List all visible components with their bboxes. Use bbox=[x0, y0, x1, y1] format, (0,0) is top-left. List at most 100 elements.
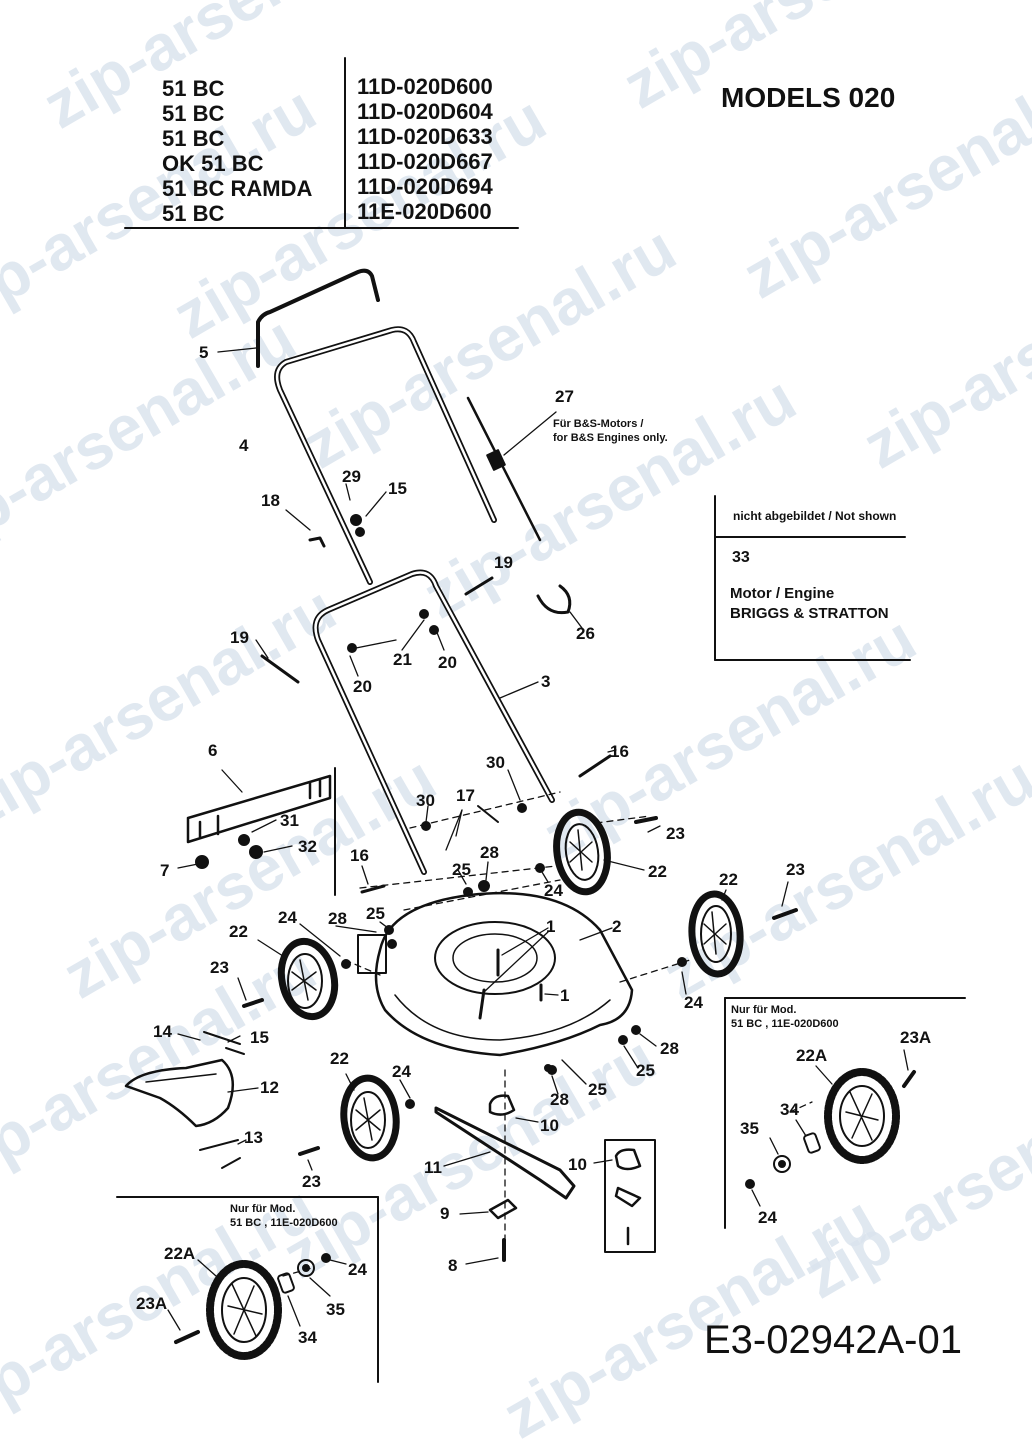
rear-bracket bbox=[186, 774, 332, 844]
leader-1b bbox=[483, 931, 549, 993]
part-label-28: 28 bbox=[660, 1039, 679, 1058]
deck-bracket-left bbox=[357, 934, 387, 974]
throttle-cable bbox=[466, 396, 542, 542]
part-label-23a: 23A bbox=[136, 1294, 168, 1313]
part-label-23: 23 bbox=[302, 1172, 321, 1191]
cable-clip-26 bbox=[536, 584, 572, 615]
cable-clip bbox=[486, 449, 506, 471]
part-label-29: 29 bbox=[342, 467, 361, 486]
part-10-group-box bbox=[604, 1139, 656, 1253]
model-code: 11D-020D600 bbox=[357, 74, 493, 99]
part-label-22: 22 bbox=[719, 870, 738, 889]
wheel-rear-right bbox=[553, 808, 611, 896]
part-label-16: 16 bbox=[610, 742, 629, 761]
model-name: 51 BC bbox=[162, 126, 225, 151]
leader-22-d bbox=[345, 1073, 355, 1091]
inset-right-note-line2: 51 BC , 11E-020D600 bbox=[731, 1018, 839, 1030]
part-label-25: 25 bbox=[366, 904, 385, 923]
part-label-10: 10 bbox=[568, 1155, 587, 1174]
note-27-line1: Für B&S-Motors / bbox=[553, 418, 644, 430]
part-label-28: 28 bbox=[328, 909, 347, 928]
leader-1c bbox=[544, 993, 559, 996]
leader-22-b bbox=[721, 889, 727, 901]
part-label-35: 35 bbox=[326, 1300, 345, 1319]
part-label-3: 3 bbox=[541, 672, 551, 691]
models-title: MODELS 020 bbox=[721, 82, 896, 113]
leader-13 bbox=[237, 1139, 247, 1145]
deck-engine-opening bbox=[434, 921, 556, 995]
leader-23-a bbox=[237, 977, 247, 1001]
part-label-10: 10 bbox=[540, 1116, 559, 1135]
model-codes-column: 11D-020D600 11D-020D604 11D-020D633 11D-… bbox=[357, 74, 493, 224]
leader-2 bbox=[579, 927, 613, 941]
part-label-22: 22 bbox=[229, 922, 248, 941]
part-label-25: 25 bbox=[588, 1080, 607, 1099]
part-label-12: 12 bbox=[260, 1078, 279, 1097]
leader-6 bbox=[221, 769, 243, 793]
part-label-13: 13 bbox=[244, 1128, 263, 1147]
model-name: 51 BC RAMDA bbox=[162, 176, 313, 201]
part-label-5: 5 bbox=[199, 343, 209, 362]
wheel-22a-left bbox=[206, 1260, 282, 1360]
part-label-22a: 22A bbox=[796, 1046, 828, 1065]
drawing-code: E3-02942A-01 bbox=[704, 1318, 962, 1362]
blade-washer bbox=[488, 1198, 518, 1220]
model-name: 51 BC bbox=[162, 201, 225, 226]
lower-handle bbox=[312, 569, 555, 875]
part-label-24: 24 bbox=[684, 993, 703, 1012]
leader-23-c bbox=[781, 881, 789, 907]
part-label-28: 28 bbox=[480, 843, 499, 862]
model-names-column: 51 BC 51 BC 51 BC OK 51 BC 51 BC RAMDA 5… bbox=[162, 76, 312, 226]
inset-left-note-line2: 51 BC , 11E-020D600 bbox=[230, 1217, 338, 1229]
part-label-23a: 23A bbox=[900, 1028, 932, 1047]
part-label-14: 14 bbox=[153, 1022, 172, 1041]
model-code: 11D-020D633 bbox=[357, 124, 493, 149]
leader-3 bbox=[499, 681, 539, 699]
leader-27 bbox=[503, 411, 557, 456]
not-shown-line2: BRIGGS & STRATTON bbox=[730, 605, 889, 622]
not-shown-header: nicht abgebildet / Not shown bbox=[733, 509, 897, 523]
part-label-15: 15 bbox=[250, 1028, 269, 1047]
model-name: 51 BC bbox=[162, 101, 225, 126]
leader-14 bbox=[177, 1033, 201, 1041]
handle-knob-18 bbox=[308, 536, 326, 548]
wheel-22a-right bbox=[824, 1068, 900, 1164]
leader-11 bbox=[443, 1151, 491, 1167]
leader-23-b bbox=[307, 1159, 313, 1171]
inset-left-note-line1: Nur für Mod. bbox=[230, 1203, 296, 1215]
leader-10b bbox=[593, 1159, 613, 1164]
part-label-21: 21 bbox=[393, 650, 412, 669]
part-label-19: 19 bbox=[494, 553, 513, 572]
blade-adapter-detail bbox=[614, 1148, 642, 1246]
part-label-30: 30 bbox=[486, 753, 505, 772]
not-shown-line1: Motor / Engine bbox=[730, 585, 835, 602]
part-label-24: 24 bbox=[758, 1208, 777, 1227]
part-label-28: 28 bbox=[550, 1090, 569, 1109]
part-label-24: 24 bbox=[392, 1062, 411, 1081]
part-label-24: 24 bbox=[278, 908, 297, 927]
leader-26 bbox=[569, 611, 583, 629]
part-label-4: 4 bbox=[239, 436, 249, 455]
part-label-25: 25 bbox=[452, 860, 471, 879]
part-label-2: 2 bbox=[612, 917, 622, 936]
model-code: 11D-020D604 bbox=[357, 99, 493, 124]
leader-18 bbox=[285, 509, 311, 531]
inset-right-note-line1: Nur für Mod. bbox=[731, 1004, 797, 1016]
model-name: 51 BC bbox=[162, 76, 225, 101]
part-label-22a: 22A bbox=[164, 1244, 196, 1263]
part-label-18: 18 bbox=[261, 491, 280, 510]
leader-10 bbox=[515, 1117, 539, 1123]
wheel-front-left bbox=[340, 1074, 400, 1162]
part-label-8: 8 bbox=[448, 1256, 458, 1275]
not-shown-part-number: 33 bbox=[732, 549, 750, 566]
part-label-25: 25 bbox=[636, 1061, 655, 1080]
part-label-1: 1 bbox=[546, 917, 556, 936]
mower-blade bbox=[434, 1106, 576, 1200]
model-code: 11D-020D667 bbox=[357, 149, 493, 174]
part-label-23: 23 bbox=[210, 958, 229, 977]
part-label-20: 20 bbox=[438, 653, 457, 672]
part-label-23: 23 bbox=[666, 824, 685, 843]
model-code: 11E-020D600 bbox=[357, 199, 492, 224]
part-label-24: 24 bbox=[544, 881, 563, 900]
part-label-30: 30 bbox=[416, 791, 435, 810]
